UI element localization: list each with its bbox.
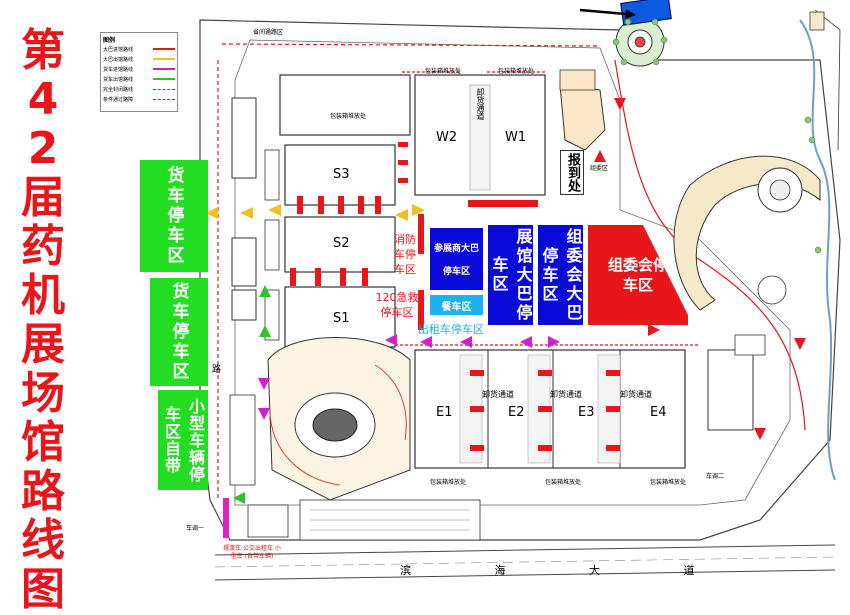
title-char-10: 线 — [21, 515, 65, 566]
hall-bus-zone: 展馆大巴停车区 — [488, 225, 533, 325]
gate-label: 车调一 — [186, 525, 205, 532]
legend-item-label: 货车进馆路线 — [103, 66, 134, 73]
legend-swatch — [153, 48, 175, 50]
gate-right-label: 车调二 — [706, 473, 725, 480]
legend-items: 大巴进馆路线大巴出馆路线货车进馆路线货车出馆路线完全封闭路线条件通过路障 — [103, 44, 175, 104]
legend-item: 货车进馆路线 — [103, 64, 175, 74]
hall-s3: S3 — [333, 167, 350, 182]
unloading-lane-west: 卸货通道 — [476, 88, 485, 120]
exhibitor-bus-zone: 参展商大巴 停车区 — [430, 228, 483, 290]
hall-w1: W1 — [505, 130, 527, 145]
legend-item: 完全封闭路线 — [103, 84, 175, 94]
title-char-0: 第 — [21, 25, 65, 76]
legend-swatch — [153, 98, 175, 100]
legend-item: 大巴出馆路线 — [103, 54, 175, 64]
packing-area-bottom-2: 包装箱堆放处 — [545, 479, 582, 486]
dining-label: 餐车区 — [441, 301, 472, 313]
hall-e4: E4 — [650, 405, 667, 420]
committee-parking-label: 组委会停车区 — [608, 256, 669, 294]
legend-item: 条件通过路障 — [103, 94, 175, 104]
legend-heading: 图例 — [103, 37, 116, 44]
small-car-parking-zone: 小型车辆停车区自带 — [158, 390, 208, 490]
hall-e1: E1 — [436, 405, 453, 420]
title-char-9: 路 — [21, 466, 65, 517]
committee-bus-label: 组委会大巴停车区 — [539, 227, 583, 323]
truck-parking-1-label: 货车停车区 — [163, 166, 184, 266]
legend-swatch — [153, 88, 175, 90]
packing-area-bottom-1: 包装箱堆放处 — [430, 479, 467, 486]
hall-s2: S2 — [333, 236, 350, 251]
taxi-parking-label: 出租车停车区 — [418, 323, 484, 336]
legend-item-label: 完全封闭路线 — [103, 86, 134, 93]
title-char-2: 2 — [27, 123, 59, 174]
title-char-8: 馆 — [21, 417, 65, 468]
dining-zone: 餐车区 — [430, 295, 483, 315]
hall-bus-label: 展馆大巴停车区 — [489, 227, 533, 323]
exhibitor-bus-sub-label: 停车区 — [442, 267, 470, 277]
small-car-parking-label: 小型车辆停车区自带 — [162, 397, 205, 483]
title-char-1: 4 — [27, 74, 59, 125]
title-char-7: 场 — [21, 368, 65, 419]
ambulance-parking-label: 120急救停车区 — [375, 291, 419, 319]
exhibitor-bus-label: 参展商大巴 — [433, 244, 479, 254]
hall-e2: E2 — [508, 405, 525, 420]
hall-e3: E3 — [578, 405, 595, 420]
legend-item: 大巴进馆路线 — [103, 44, 175, 54]
legend-item-label: 大巴出馆路线 — [103, 56, 134, 63]
legend: 图例 大巴进馆路线大巴出馆路线货车进馆路线货车出馆路线完全封闭路线条件通过路障 — [100, 32, 178, 112]
legend-item-label: 货车出馆路线 — [103, 76, 134, 83]
truck-parking-2-label: 货车停车区 — [168, 282, 189, 382]
committee-bus-zone: 组委会大巴停车区 — [538, 225, 583, 325]
title-char-6: 展 — [21, 319, 65, 370]
right-top-zone-label: 组委区 — [590, 165, 609, 172]
legend-item: 货车出馆路线 — [103, 74, 175, 84]
packing-area-bottom-3: 包装箱堆放处 — [650, 479, 687, 486]
legend-swatch — [153, 78, 175, 80]
bus-sign: 摆渡车 公交出租车 小型车 (自带车辆) — [223, 545, 281, 560]
title-char-3: 届 — [21, 172, 65, 223]
truck-parking-zone-2: 货车停车区 — [150, 278, 208, 386]
top-zone-label: 省间通路区 — [253, 29, 284, 36]
fire-parking-label: 消防车停车区 — [394, 233, 416, 276]
hall-s1: S1 — [333, 311, 350, 326]
unloading-lane-e2: 卸货通道 — [550, 390, 582, 399]
bottom-road-label: 滨 海 大 道 — [400, 564, 735, 577]
legend-swatch — [153, 68, 175, 70]
packing-area-top-2: 包装箱堆放处 — [498, 68, 535, 75]
map-base — [199, 0, 841, 581]
unloading-lane-e3: 卸货通道 — [620, 390, 652, 399]
title-char-5: 机 — [21, 270, 65, 321]
hall-w2: W2 — [436, 130, 458, 145]
truck-parking-zone-1: 货车停车区 — [140, 160, 208, 272]
legend-item-label: 大巴进馆路线 — [103, 46, 134, 53]
packing-area-s: 包装箱堆放处 — [330, 113, 367, 120]
entrance-marker — [223, 498, 229, 538]
registration-label: 报到处 — [560, 150, 584, 195]
legend-swatch — [153, 58, 175, 60]
title-char-4: 药 — [21, 221, 65, 272]
legend-item-label: 条件通过路障 — [103, 96, 134, 103]
packing-area-top: 包装箱堆放处 — [425, 68, 462, 75]
side-road-label: 路 — [212, 365, 222, 375]
unloading-lane-e1: 卸货通道 — [482, 390, 514, 399]
